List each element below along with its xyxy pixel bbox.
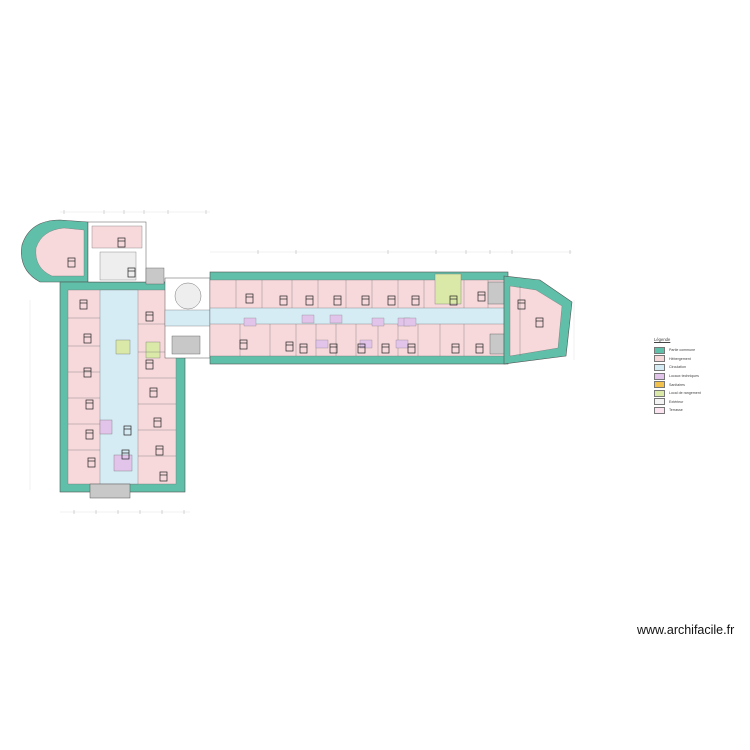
bed-icon: [79, 299, 88, 310]
legend-swatch: [654, 363, 665, 371]
bed-icon: [159, 471, 168, 482]
tech-spot: [395, 339, 409, 349]
legend-label: Sanitaires: [669, 382, 685, 387]
left-corridor: [99, 289, 139, 485]
bed-icon: [299, 343, 308, 354]
service-room: [91, 225, 143, 249]
legend-item: Terrasse: [654, 406, 746, 415]
bed-icon: [127, 267, 136, 278]
bed-icon: [411, 295, 420, 306]
bed-icon: [451, 343, 460, 354]
bed-icon: [145, 311, 154, 322]
bed-icon: [357, 343, 366, 354]
rotunda-room: [35, 227, 85, 277]
bed-icon: [85, 399, 94, 410]
bed-icon: [85, 429, 94, 440]
bed-icon: [381, 343, 390, 354]
legend-label: Locaux techniques: [669, 374, 699, 379]
tech-spots: [243, 314, 417, 349]
spiral-stair: [174, 282, 202, 310]
stair-right-2: [489, 333, 505, 355]
legend-item: Local de rangement: [654, 389, 746, 398]
east-end: [503, 275, 573, 365]
tech-spot: [371, 317, 385, 327]
bed-icon: [245, 293, 254, 304]
legend-label: Circulation: [669, 365, 686, 370]
stair-grey: [145, 267, 165, 285]
bed-icon: [155, 445, 164, 456]
legend-swatch: [654, 381, 665, 389]
bed-icon: [83, 367, 92, 378]
left-bottom-block: [89, 483, 131, 499]
legend-label: Extérieur: [669, 399, 684, 404]
tech-room-left-2: [145, 341, 161, 359]
bed-icon: [387, 295, 396, 306]
bed-icon: [449, 295, 458, 306]
legend-label: Hébergement: [669, 356, 691, 361]
junction-corridor: [164, 309, 211, 327]
legend-item: Extérieur: [654, 398, 746, 407]
tech-spot: [329, 314, 343, 324]
tech-spot: [243, 317, 257, 327]
tech-room-left: [115, 339, 131, 355]
bed-icon: [87, 457, 96, 468]
legend-swatch: [654, 389, 665, 397]
bed-icon: [333, 295, 342, 306]
lift-block: [171, 335, 201, 355]
bed-icon: [239, 339, 248, 350]
bed-icon: [517, 299, 526, 310]
tech-spot: [301, 314, 315, 324]
bed-icon: [117, 237, 126, 248]
bed-icon: [535, 317, 544, 328]
bed-icon: [475, 343, 484, 354]
bed-icon: [123, 425, 132, 436]
left-room-dividers: [68, 317, 176, 457]
bed-icon: [121, 449, 130, 460]
bed-icon: [329, 343, 338, 354]
legend-item: Hébergement: [654, 355, 746, 364]
tech-spot: [315, 339, 329, 349]
tech-room-left-4: [99, 419, 113, 435]
tech-spot: [403, 317, 417, 327]
bed-icon: [285, 341, 294, 352]
watermark: www.archifacile.fr: [637, 623, 735, 637]
legend-swatch: [654, 372, 665, 380]
bed-icon: [67, 257, 76, 268]
stair-block: [99, 251, 137, 281]
legend-item: Sanitaires: [654, 380, 746, 389]
left-wing: [21, 219, 186, 499]
bed-icon: [361, 295, 370, 306]
stair-right: [487, 281, 505, 305]
bed-icon: [305, 295, 314, 306]
legend-label: Terrasse: [669, 408, 683, 413]
bed-icon: [149, 387, 158, 398]
bed-icon: [279, 295, 288, 306]
junction: [164, 277, 211, 359]
bed-icon: [153, 417, 162, 428]
legend-item: Partie commune: [654, 346, 746, 355]
legend-item: Locaux techniques: [654, 372, 746, 381]
right-wing: [209, 271, 509, 365]
legend-swatch: [654, 346, 665, 354]
dimension-lines: [29, 210, 575, 514]
bed-icon: [145, 359, 154, 370]
bed-icon: [477, 291, 486, 302]
bed-icon: [407, 343, 416, 354]
legend-swatch: [654, 406, 665, 414]
bed-icon: [83, 333, 92, 344]
legend-label: Partie commune: [669, 348, 696, 353]
furniture-symbols: [67, 237, 544, 482]
legend-title: Légende: [654, 337, 671, 342]
legend-swatch: [654, 355, 665, 363]
legend-swatch: [654, 398, 665, 406]
legend-item: Circulation: [654, 363, 746, 372]
legend-label: Local de rangement: [669, 391, 701, 396]
